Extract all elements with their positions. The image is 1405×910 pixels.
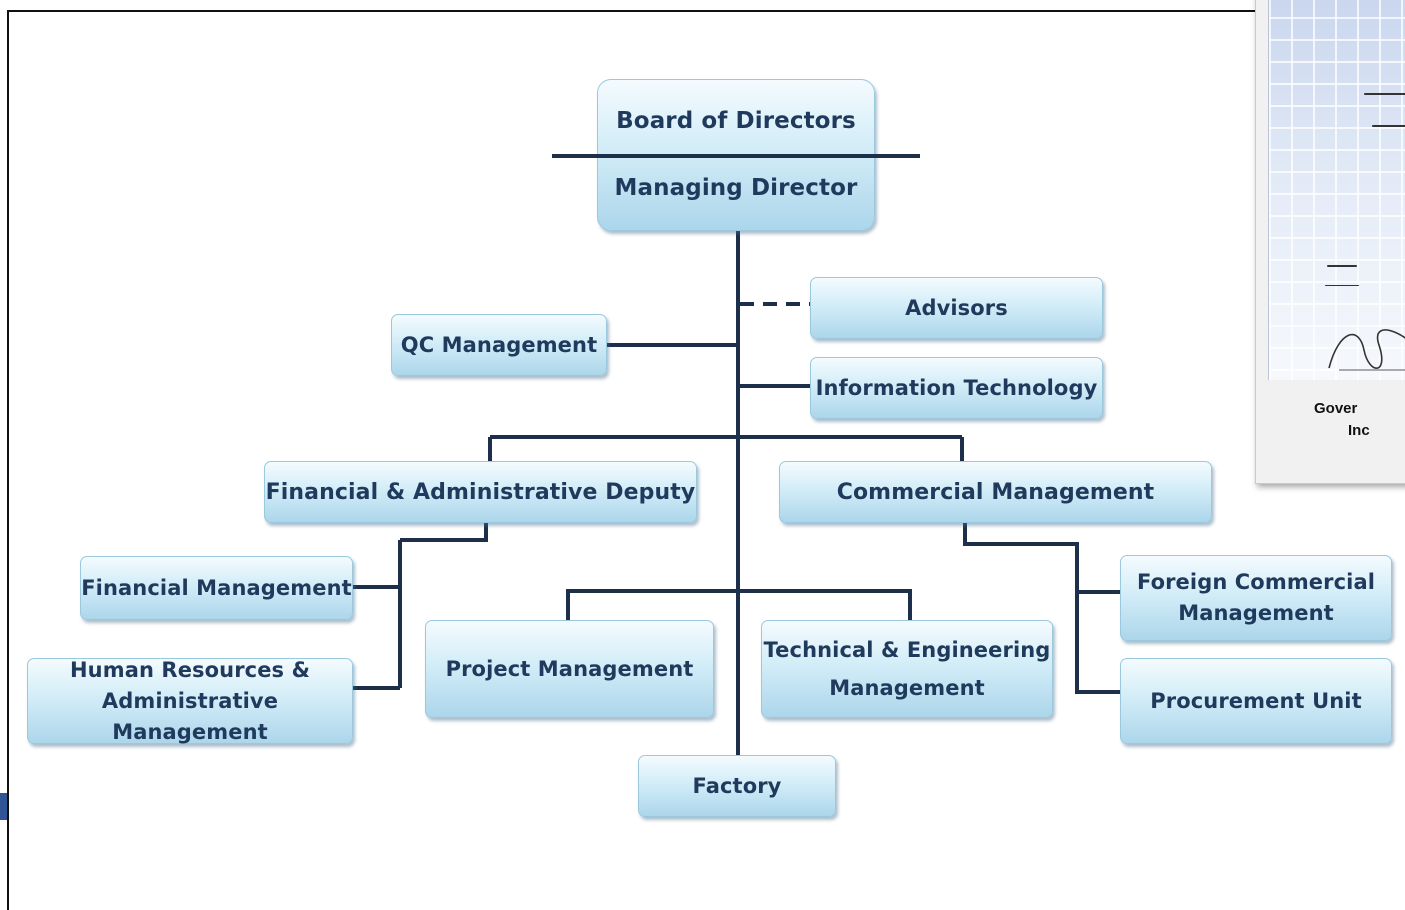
advisors-box: Advisors xyxy=(810,277,1103,339)
factory-box: Factory xyxy=(638,755,836,817)
foreign-commercial-label-line2: Management xyxy=(1178,601,1334,625)
qc-management-label: QC Management xyxy=(400,332,598,357)
advisors-label: Advisors xyxy=(905,295,1008,320)
technical-engineering-label-line1: Technical & Engineering xyxy=(763,638,1051,662)
foreign-commercial-label-line1: Foreign Commercial xyxy=(1136,570,1376,594)
certificate-caption-line1: Gover xyxy=(1314,400,1358,417)
financial-management-box: Financial Management xyxy=(80,556,353,620)
human-resources-label-line1: Human Resources & xyxy=(69,657,310,682)
foreign-commercial-box: Foreign Commercial Management xyxy=(1120,555,1392,641)
handwriting-mark xyxy=(1327,265,1357,267)
board-divider-line xyxy=(552,154,920,158)
procurement-unit-label: Procurement Unit xyxy=(1150,688,1362,713)
handwriting-mark xyxy=(1372,125,1405,127)
financial-administrative-deputy-box: Financial & Administrative Deputy xyxy=(264,461,697,523)
qc-management-box: QC Management xyxy=(391,314,607,376)
project-management-label: Project Management xyxy=(445,656,694,681)
human-resources-box: Human Resources & Administrative Managem… xyxy=(27,658,353,744)
commercial-management-box: Commercial Management xyxy=(779,461,1212,523)
commercial-management-label: Commercial Management xyxy=(836,479,1155,505)
connector-lines xyxy=(352,228,1122,758)
factory-label: Factory xyxy=(692,773,782,798)
procurement-unit-box: Procurement Unit xyxy=(1120,658,1392,744)
technical-engineering-label-line2: Management xyxy=(829,676,985,700)
board-of-directors-label: Board of Directors xyxy=(616,108,856,134)
information-technology-box: Information Technology xyxy=(810,357,1103,419)
certificate-panel: Gover Inc xyxy=(1255,0,1405,484)
financial-management-label: Financial Management xyxy=(81,575,352,600)
signature-icon xyxy=(1328,329,1405,371)
handwriting-mark xyxy=(1325,285,1359,286)
project-management-box: Project Management xyxy=(425,620,714,718)
information-technology-label: Information Technology xyxy=(815,375,1098,400)
certificate-document xyxy=(1268,0,1405,380)
managing-director-label: Managing Director xyxy=(614,175,858,201)
slide-edge-tab xyxy=(0,793,7,820)
handwriting-mark xyxy=(1364,93,1405,95)
financial-administrative-deputy-label: Financial & Administrative Deputy xyxy=(265,479,696,505)
slide-frame xyxy=(7,10,1405,910)
human-resources-label-line2: Administrative Management xyxy=(101,688,279,744)
certificate-caption-line2: Inc xyxy=(1348,422,1370,439)
technical-engineering-box: Technical & Engineering Management xyxy=(761,620,1053,718)
